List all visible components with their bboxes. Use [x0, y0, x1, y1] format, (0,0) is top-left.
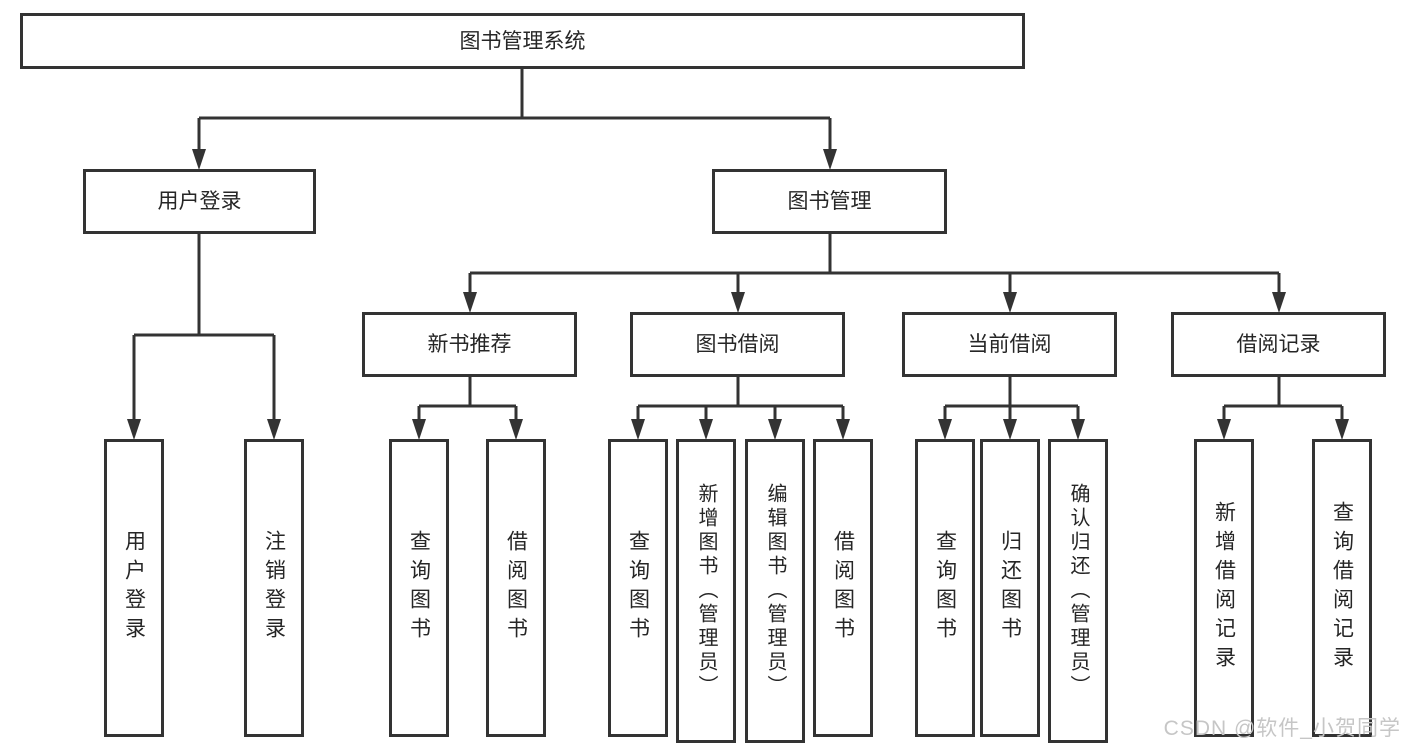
leaf-logout: 注销登录: [244, 439, 304, 737]
leaf-add-books-admin: 新增图书（管理员）: [676, 439, 736, 743]
leaf-return-books: 归还图书: [980, 439, 1040, 737]
node-book-management: 图书管理: [712, 169, 947, 234]
node-root-library-management-system: 图书管理系统: [20, 13, 1025, 69]
node-book-borrowing: 图书借阅: [630, 312, 845, 377]
leaf-query-books-borrowing: 查询图书: [608, 439, 668, 737]
watermark: CSDN @软件_小贺同学: [1163, 717, 1401, 740]
leaf-query-books-current: 查询图书: [915, 439, 975, 737]
leaf-borrow-books-borrowing: 借阅图书: [813, 439, 873, 737]
node-user-login: 用户登录: [83, 169, 316, 234]
leaf-query-borrowing-record: 查询借阅记录: [1312, 439, 1372, 737]
leaf-add-borrowing-record: 新增借阅记录: [1194, 439, 1254, 737]
node-borrowing-records: 借阅记录: [1171, 312, 1386, 377]
leaf-edit-books-admin: 编辑图书（管理员）: [745, 439, 805, 743]
leaf-user-login: 用户登录: [104, 439, 164, 737]
leaf-borrow-books-recommend: 借阅图书: [486, 439, 546, 737]
leaf-confirm-return-admin: 确认归还（管理员）: [1048, 439, 1108, 743]
node-new-book-recommendation: 新书推荐: [362, 312, 577, 377]
node-current-borrowing: 当前借阅: [902, 312, 1117, 377]
leaf-query-books-recommend: 查询图书: [389, 439, 449, 737]
